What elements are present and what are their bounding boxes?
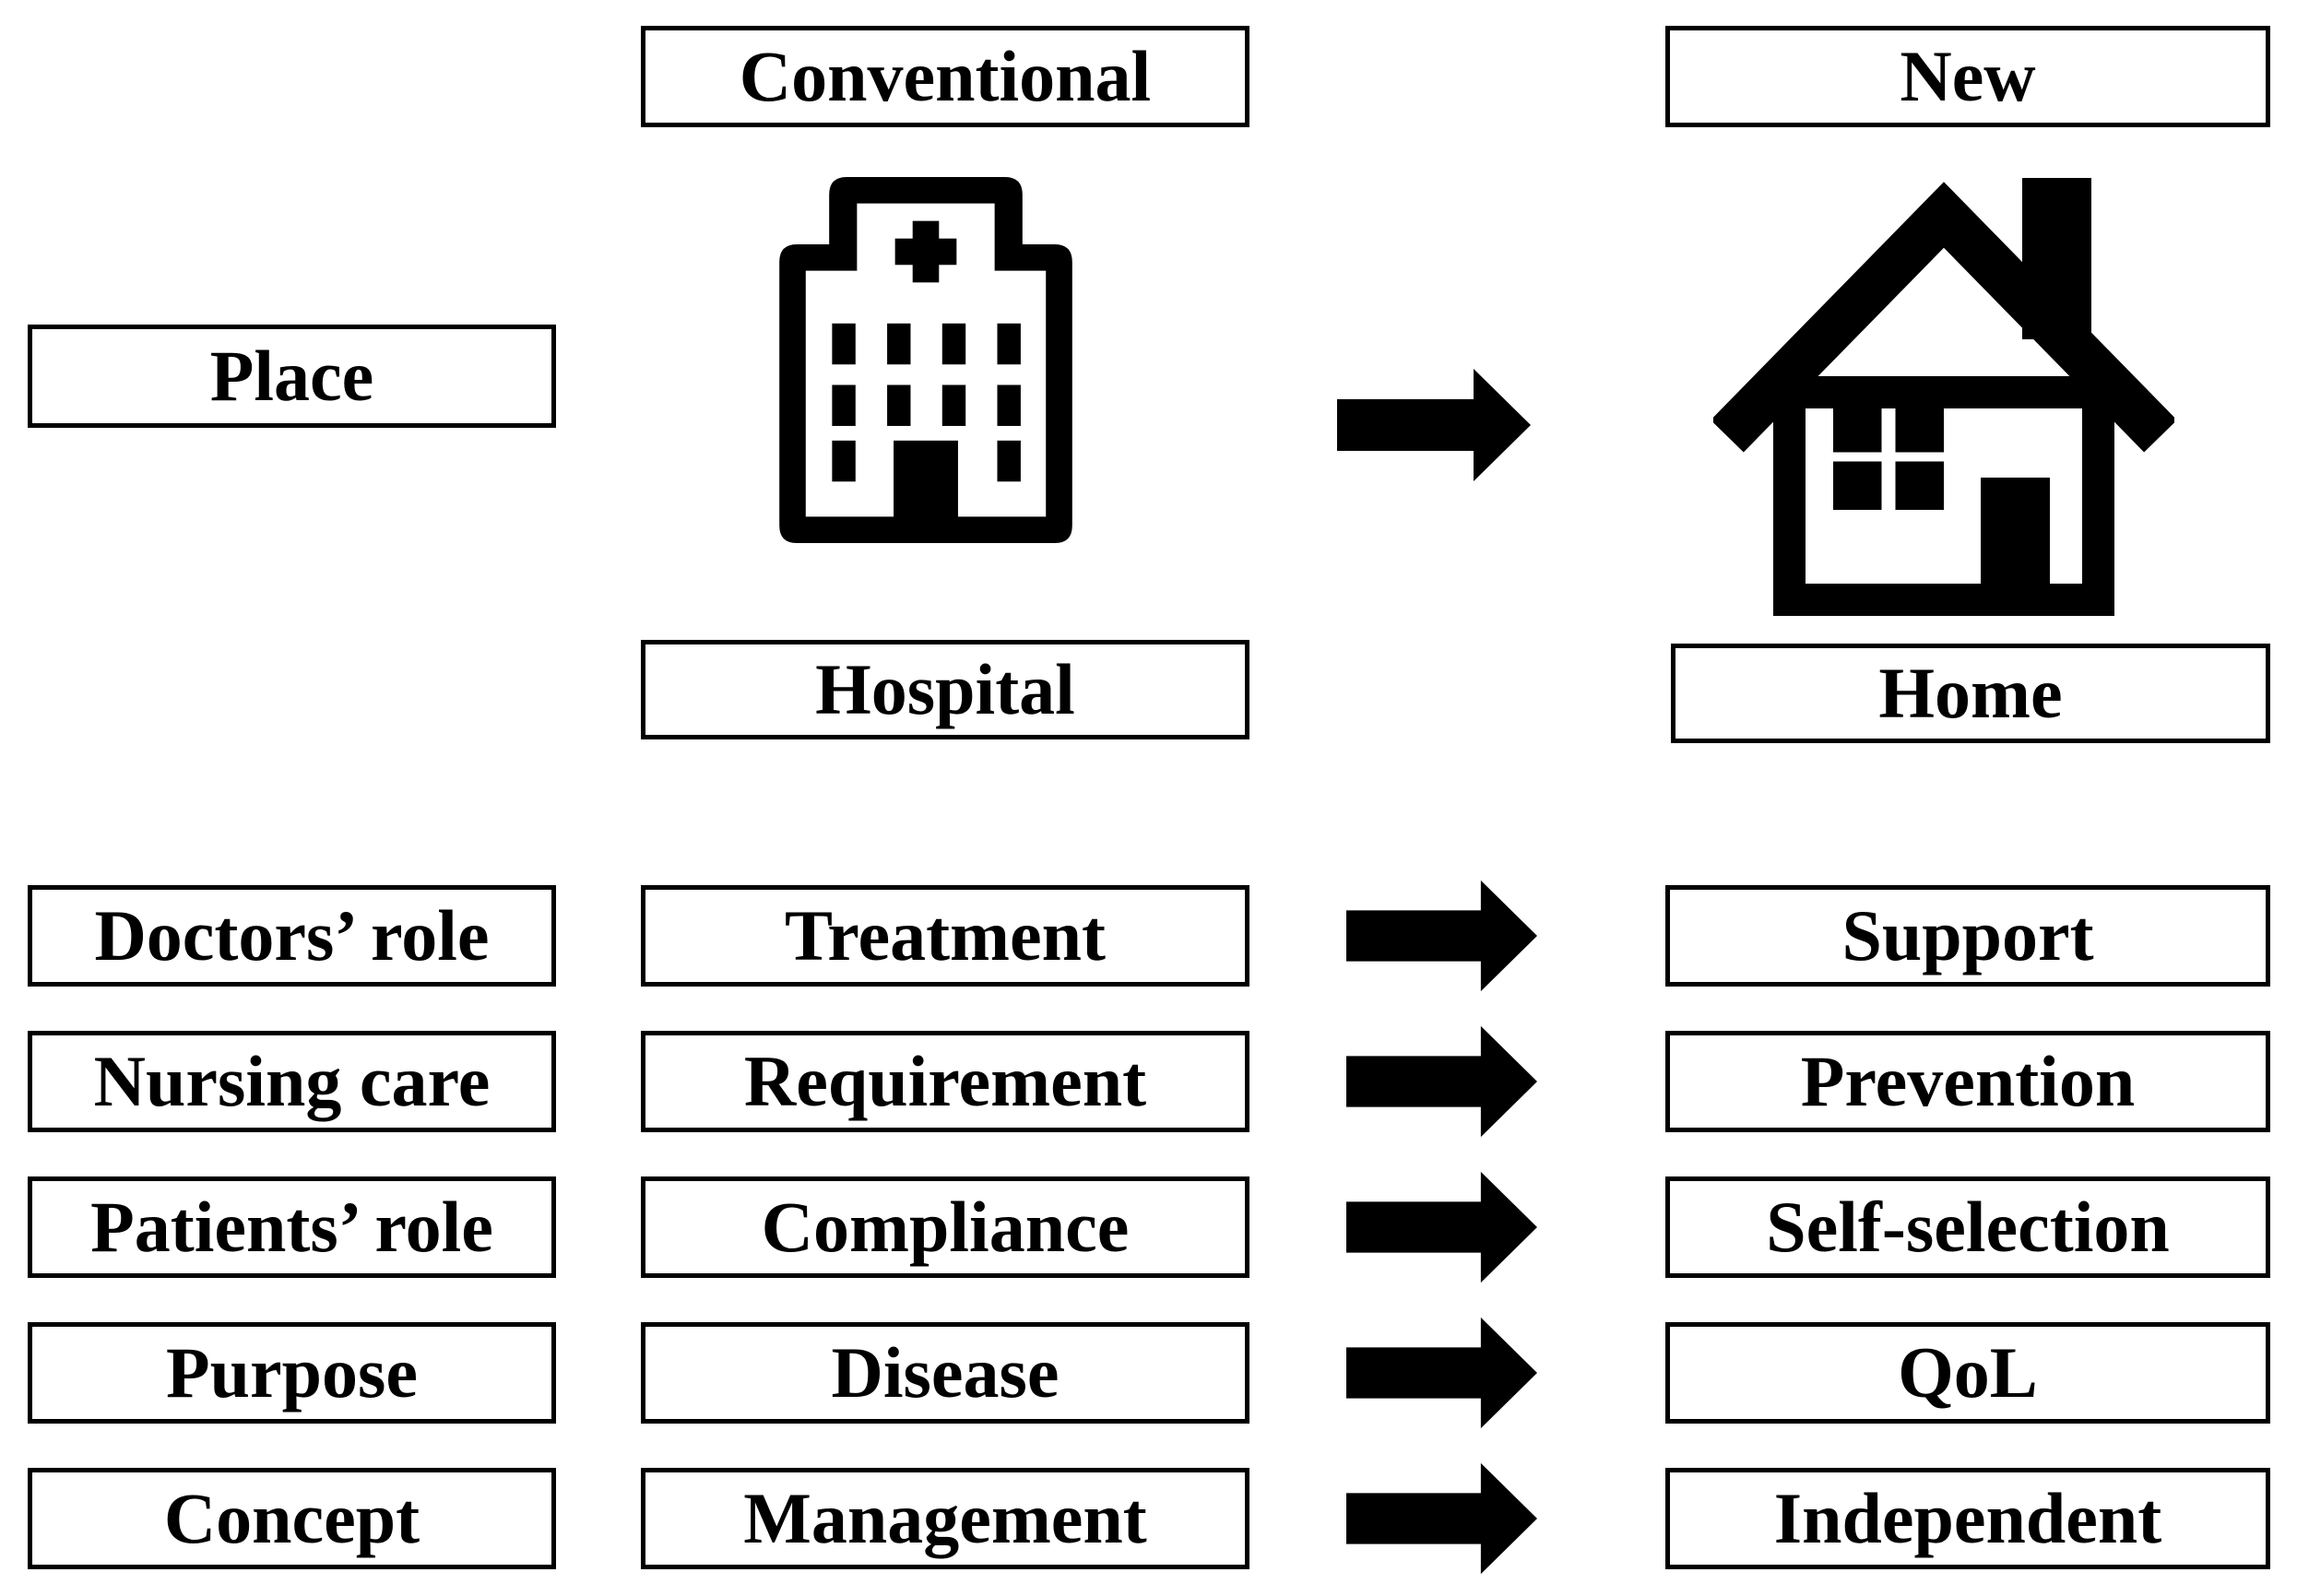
row-new-box: Support: [1665, 885, 2270, 987]
row-conventional-box: Requirement: [641, 1031, 1249, 1132]
row-category-box: Patients’ role: [28, 1176, 556, 1278]
right-arrow-icon: [1346, 1025, 1537, 1138]
right-arrow-icon: [1346, 1171, 1537, 1283]
right-arrow-icon: [1346, 1317, 1537, 1429]
row-conventional-box: Treatment: [641, 885, 1249, 987]
house-icon: [1713, 178, 2174, 616]
row-new-box: QoL: [1665, 1322, 2270, 1424]
row-category-box: Nursing care: [28, 1031, 556, 1132]
row-category-box: Doctors’ role: [28, 885, 556, 987]
right-arrow-icon: [1337, 369, 1531, 481]
row-conventional-box: Compliance: [641, 1176, 1249, 1278]
row-conventional-box: Management: [641, 1468, 1249, 1569]
hospital-building-icon: [779, 177, 1072, 543]
right-arrow-icon: [1346, 1462, 1537, 1575]
right-arrow-icon: [1346, 880, 1537, 992]
row-new-box: Independent: [1665, 1468, 2270, 1569]
row-conventional-box: Disease: [641, 1322, 1249, 1424]
conventional-header-box: Conventional: [641, 26, 1249, 127]
row-category-box: Concept: [28, 1468, 556, 1569]
row-category-box: Purpose: [28, 1322, 556, 1424]
home-label-box: Home: [1671, 644, 2270, 743]
place-category-box: Place: [28, 325, 556, 428]
new-header-box: New: [1665, 26, 2270, 127]
row-new-box: Prevention: [1665, 1031, 2270, 1132]
hospital-label-box: Hospital: [641, 640, 1249, 739]
row-new-box: Self-selection: [1665, 1176, 2270, 1278]
